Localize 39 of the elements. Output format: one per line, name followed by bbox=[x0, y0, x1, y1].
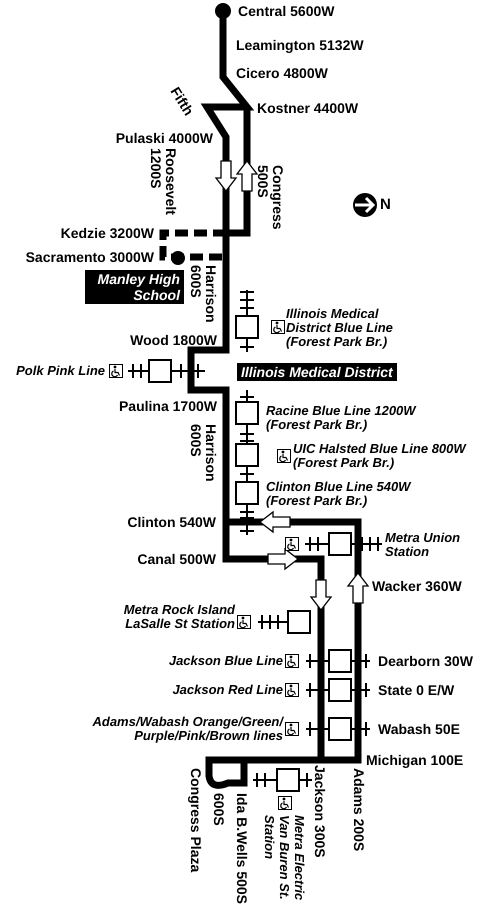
street-label: Jackson 300S bbox=[312, 765, 327, 860]
street-label: Kedzie 3200W bbox=[60, 225, 154, 241]
street-label: Canal 500W bbox=[137, 551, 216, 567]
station-label: Jackson Blue Line bbox=[168, 654, 283, 668]
street-label: Roosevelt 1200S bbox=[148, 148, 178, 217]
station-label: Illinois Medical District Blue Line (Forest Park Br.) bbox=[286, 307, 394, 349]
street-label: State 0 E/W bbox=[378, 682, 454, 698]
station-label: UIC Halsted Blue Line 800W (Forest Park Br.) bbox=[293, 442, 468, 470]
station-label: Clinton Blue Line 540W (Forest Park Br.) bbox=[266, 480, 412, 508]
station-label: Racine Blue Line 1200W (Forest Park Br.) bbox=[266, 404, 418, 432]
street-label: Wabash 50E bbox=[378, 721, 460, 737]
street-label: Kostner 4400W bbox=[257, 100, 358, 116]
street-label: Leamington 5132W bbox=[236, 37, 364, 53]
street-label: Pulaski 4000W bbox=[116, 130, 213, 146]
station-label: Metra Union Station bbox=[385, 531, 462, 559]
street-label: Congress 500S bbox=[255, 165, 285, 232]
station-label: Jackson Red Line bbox=[172, 683, 283, 697]
street-label: Dearborn 30W bbox=[378, 653, 473, 669]
station-label: Metra Electric Van Buren St. Station bbox=[262, 815, 307, 902]
place-label: Manley High School bbox=[85, 270, 184, 304]
street-label: Harrison 600S bbox=[188, 265, 218, 325]
street-label: Wood 1800W bbox=[130, 332, 217, 348]
place-label: Illinois Medical District bbox=[237, 363, 397, 381]
street-label: Wacker 360W bbox=[372, 578, 462, 594]
station-label: Adams/Wabash Orange/Green/ Purple/Pink/Brown lines bbox=[91, 715, 283, 743]
street-label: Adams 200S bbox=[351, 768, 366, 854]
station-label: Polk Pink Line bbox=[16, 364, 105, 378]
street-label: Ida B.Wells 500S bbox=[234, 793, 249, 906]
street-label: Michigan 100E bbox=[366, 752, 464, 768]
street-label: Clinton 540W bbox=[127, 514, 216, 530]
street-label: Congress Plaza bbox=[188, 768, 203, 874]
street-label: Central 5600W bbox=[238, 3, 334, 19]
compass-letter: N bbox=[380, 197, 391, 213]
street-label: Sacramento 3000W bbox=[26, 249, 154, 265]
street-label: Paulina 1700W bbox=[118, 398, 217, 414]
street-label: Harrison 600S bbox=[188, 424, 218, 484]
station-label: Metra Rock Island LaSalle St Station bbox=[122, 603, 235, 631]
street-label: Cicero 4800W bbox=[236, 65, 328, 81]
street-label: 600S bbox=[211, 793, 226, 828]
